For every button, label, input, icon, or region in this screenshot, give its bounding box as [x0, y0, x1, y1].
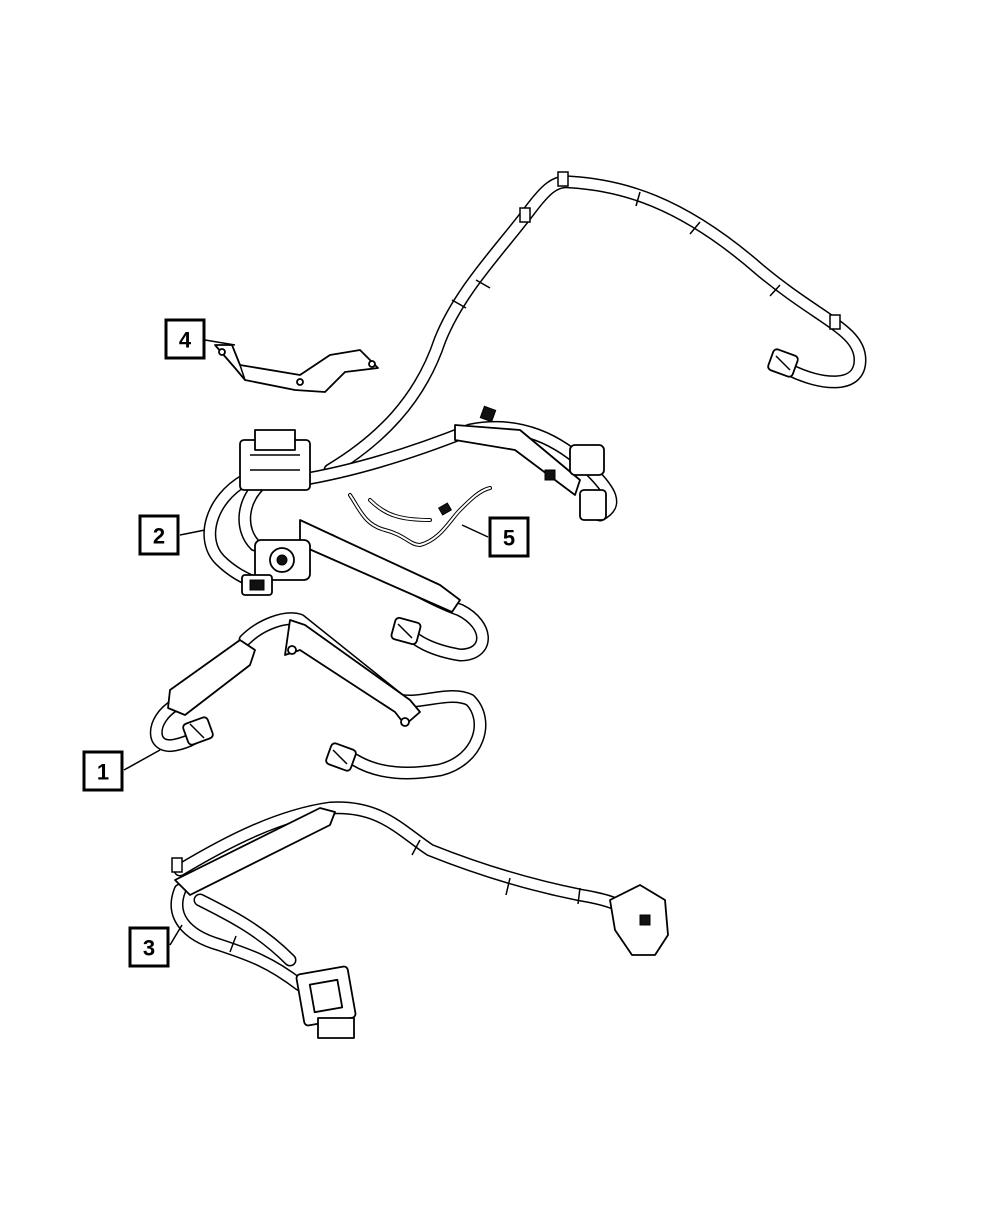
svg-text:4: 4	[179, 328, 192, 353]
harness-rail	[454, 424, 581, 496]
connector-icon	[295, 965, 357, 1039]
wiring-harness-1[interactable]	[149, 612, 487, 780]
callout-1[interactable]: 1	[82, 750, 124, 792]
jumper-wire-5[interactable]	[348, 486, 492, 547]
retainer-clip	[171, 857, 183, 873]
bracket-4[interactable]	[214, 344, 379, 393]
connector-icon	[254, 539, 311, 581]
leader-line-3	[169, 924, 183, 946]
connector-icon	[609, 884, 669, 956]
callout-5[interactable]: 5	[488, 516, 530, 558]
wiring-harness-3[interactable]	[170, 801, 669, 1039]
connector-icon	[182, 716, 214, 746]
svg-text:5: 5	[503, 526, 515, 551]
retainer-clip	[829, 314, 841, 330]
connector-icon	[390, 617, 422, 645]
svg-text:2: 2	[153, 524, 165, 549]
harness-rail	[299, 519, 461, 613]
connector-icon	[544, 444, 607, 521]
tape-bands	[451, 191, 781, 309]
leader-line-5	[461, 524, 489, 538]
connector-icon	[325, 742, 357, 772]
connector-icon	[241, 574, 273, 596]
retainer-clip	[519, 207, 531, 223]
svg-text:1: 1	[97, 760, 109, 785]
connector-icon	[767, 348, 799, 378]
wiring-harness-2[interactable]	[203, 171, 867, 662]
harness-rail	[167, 639, 256, 716]
junction-block	[239, 429, 311, 491]
callout-2[interactable]: 2	[138, 514, 180, 556]
leader-line-4	[204, 339, 236, 346]
leader-line-2	[179, 529, 206, 536]
harness-rail	[174, 807, 336, 896]
svg-text:3: 3	[143, 936, 155, 961]
leader-line-1	[123, 749, 161, 771]
retainer-clip	[557, 171, 569, 187]
callout-3[interactable]: 3	[128, 926, 170, 968]
callout-4[interactable]: 4	[164, 318, 206, 360]
